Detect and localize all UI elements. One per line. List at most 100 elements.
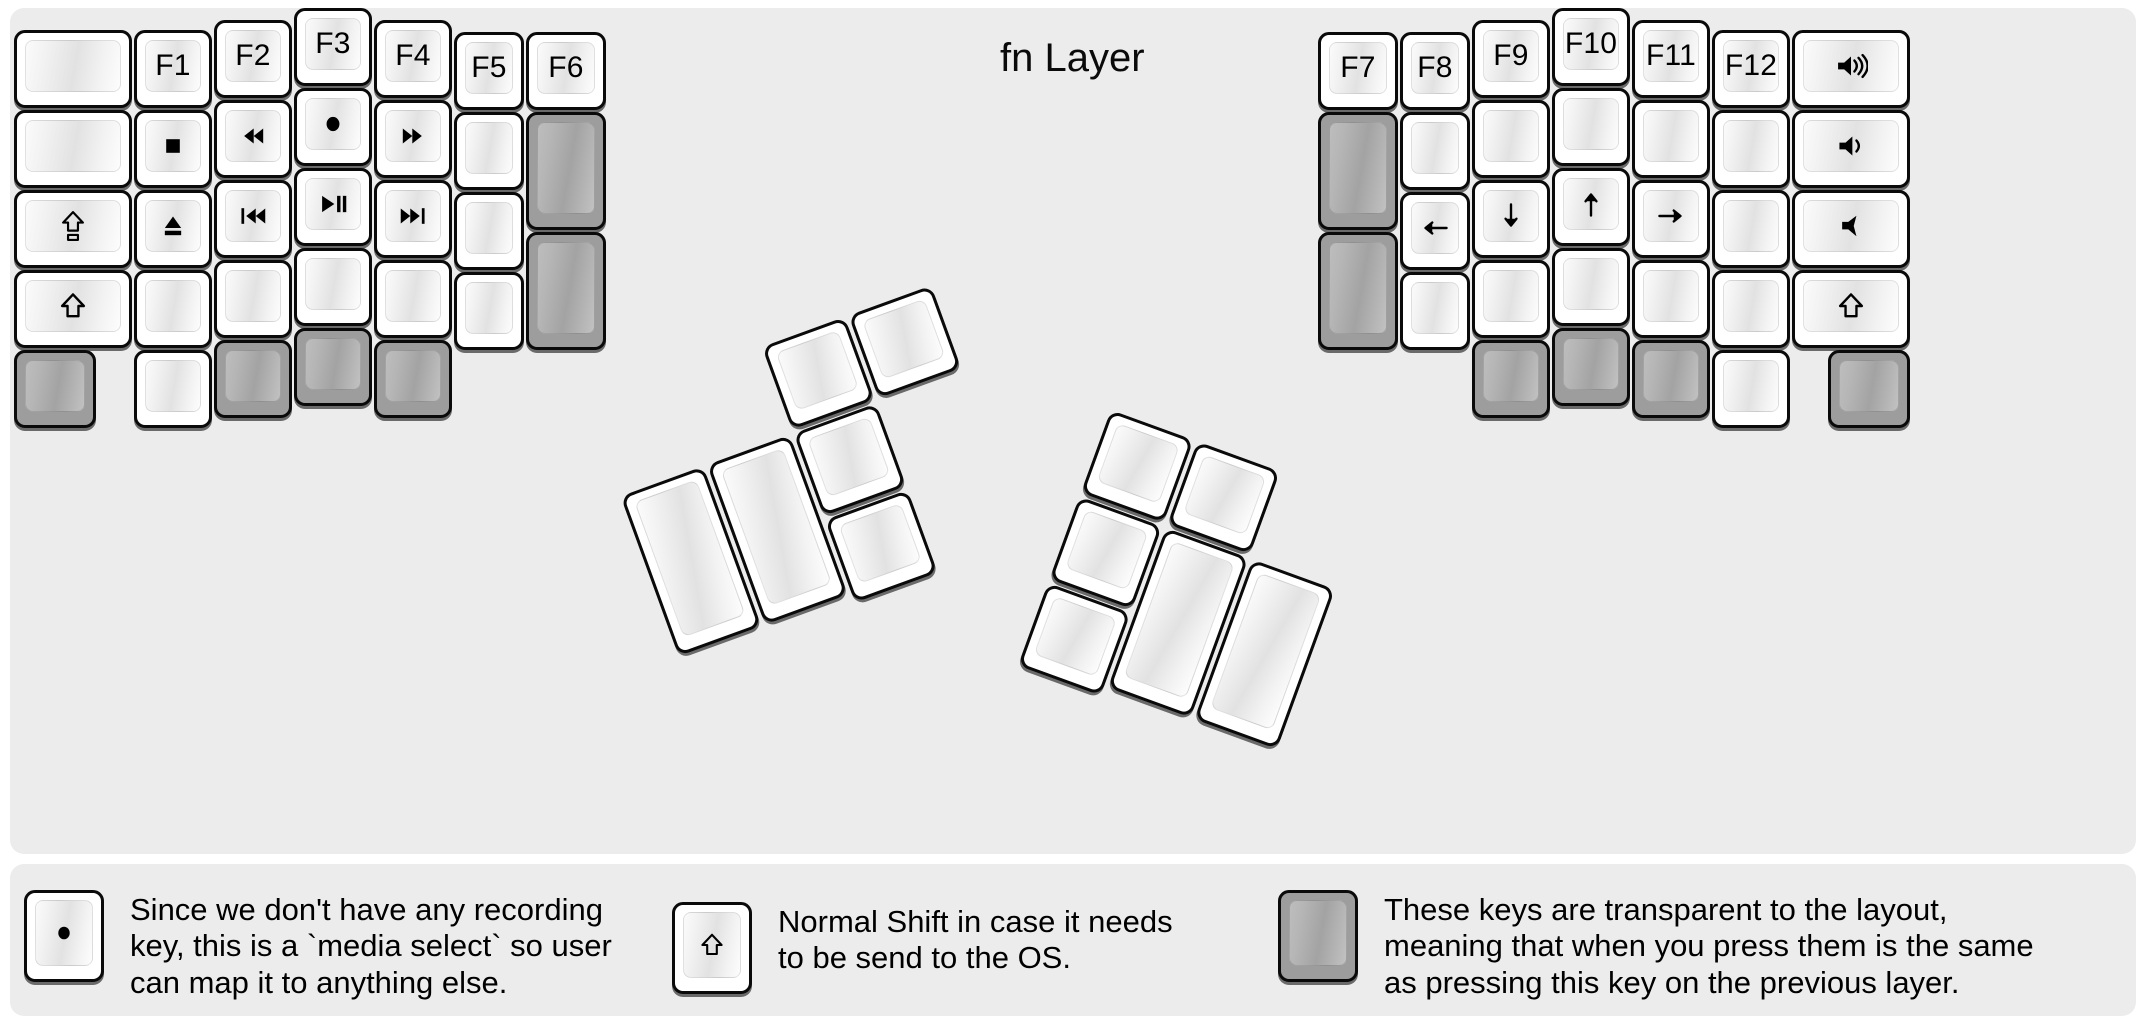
col-f8-key-2[interactable] <box>1400 112 1470 190</box>
shift-icon <box>1834 289 1868 323</box>
col-outer-right-key-3[interactable] <box>1792 190 1910 268</box>
legend-shift-keycap[interactable] <box>672 902 752 994</box>
col-f3-key-1[interactable]: F3 <box>294 8 372 86</box>
col-f7-key-3[interactable] <box>1318 232 1398 350</box>
col-f3-key-2[interactable] <box>294 88 372 166</box>
keycap-face <box>1411 122 1459 174</box>
col-f9-key-5[interactable] <box>1472 340 1550 418</box>
col-f10-key-2[interactable] <box>1552 88 1630 166</box>
col-f5-key-2[interactable] <box>454 112 524 190</box>
col-f11-key-3[interactable] <box>1632 180 1710 258</box>
keycap-face <box>807 416 891 498</box>
col-outer-key-2[interactable] <box>14 110 132 188</box>
keycap-label: F4 <box>395 39 431 72</box>
keycap-face <box>1723 360 1779 412</box>
col-f10-key-1[interactable]: F10 <box>1552 8 1630 86</box>
col-f3-key-3[interactable] <box>294 168 372 246</box>
col-f7-key-1[interactable]: F7 <box>1318 32 1398 110</box>
col-f9-key-3[interactable] <box>1472 180 1550 258</box>
col-f7-key-2[interactable] <box>1318 112 1398 230</box>
caps-lock-icon <box>56 209 90 243</box>
col-f8-key-1[interactable]: F8 <box>1400 32 1470 110</box>
arrow-up-icon <box>1574 187 1608 221</box>
col-f10-key-5[interactable] <box>1552 328 1630 406</box>
col-f9-key-2[interactable] <box>1472 100 1550 178</box>
col-f12-key-1[interactable]: F12 <box>1712 30 1790 108</box>
col-f11-key-1[interactable]: F11 <box>1632 20 1710 98</box>
keycap-face: F11 <box>1643 30 1699 82</box>
keycap-face: F8 <box>1411 42 1459 94</box>
col-f5-key-3[interactable] <box>454 192 524 270</box>
record-icon <box>316 107 350 141</box>
col-f9-key-1[interactable]: F9 <box>1472 20 1550 98</box>
keycap-face <box>465 122 513 174</box>
col-outer-right-key-1[interactable] <box>1792 30 1910 108</box>
col-f5-key-1[interactable]: F5 <box>454 32 524 110</box>
col-f5-key-4[interactable] <box>454 272 524 350</box>
fast-forward-icon <box>396 119 430 153</box>
col-f4-key-2[interactable] <box>374 100 452 178</box>
keycap-face <box>1723 280 1779 332</box>
col-f4-key-4[interactable] <box>374 260 452 338</box>
col-outer-key-4[interactable] <box>14 270 132 348</box>
col-f1-key-4[interactable] <box>134 270 212 348</box>
col-f12-key-4[interactable] <box>1712 270 1790 348</box>
keycap-face <box>25 200 121 252</box>
keycap-face <box>1483 350 1539 402</box>
keycap-face: F12 <box>1723 40 1779 92</box>
col-f6-key-1[interactable]: F6 <box>526 32 606 110</box>
col-f3-key-5[interactable] <box>294 328 372 406</box>
legend-transparent-keycap[interactable] <box>1278 890 1358 982</box>
legend-record-text: Since we don't have any recording key, t… <box>130 892 612 1000</box>
col-f6-key-3[interactable] <box>526 232 606 350</box>
legend-record: Since we don't have any recording key, t… <box>24 890 612 1001</box>
keycap-label: F5 <box>471 51 507 84</box>
keycap-label: F6 <box>548 51 584 84</box>
col-f10-key-3[interactable] <box>1552 168 1630 246</box>
col-f4-key-3[interactable] <box>374 180 452 258</box>
keycap-face <box>1563 98 1619 150</box>
col-f10-key-4[interactable] <box>1552 248 1630 326</box>
keycap-label: F3 <box>315 27 351 60</box>
col-f1-key-2[interactable] <box>134 110 212 188</box>
col-f8-key-4[interactable] <box>1400 272 1470 350</box>
col-f9-key-4[interactable] <box>1472 260 1550 338</box>
keycap-face <box>1803 120 1899 172</box>
keycap-face <box>305 98 361 150</box>
col-f4-key-1[interactable]: F4 <box>374 20 452 98</box>
col-f2-key-4[interactable] <box>214 260 292 338</box>
col-f3-key-4[interactable] <box>294 248 372 326</box>
col-f12-key-3[interactable] <box>1712 190 1790 268</box>
col-f2-key-3[interactable] <box>214 180 292 258</box>
keycap-face <box>683 912 741 978</box>
col-f8-key-3[interactable] <box>1400 192 1470 270</box>
col-f6-key-2[interactable] <box>526 112 606 230</box>
col-outer-right-key-2[interactable] <box>1792 110 1910 188</box>
col-outer-key-1[interactable] <box>14 30 132 108</box>
col-f1-key-1[interactable]: F1 <box>134 30 212 108</box>
legend-transparent-swatch <box>1278 890 1358 982</box>
keycap-face <box>25 280 121 332</box>
col-outer-right-key-5[interactable] <box>1828 350 1910 428</box>
keycap-face <box>145 280 201 332</box>
col-f2-key-2[interactable] <box>214 100 292 178</box>
col-outer-key-5[interactable] <box>14 350 96 428</box>
legend-record-keycap[interactable] <box>24 890 104 982</box>
col-f11-key-5[interactable] <box>1632 340 1710 418</box>
col-f12-key-2[interactable] <box>1712 110 1790 188</box>
col-f11-key-2[interactable] <box>1632 100 1710 178</box>
col-f4-key-5[interactable] <box>374 340 452 418</box>
col-f1-key-5[interactable] <box>134 350 212 428</box>
col-outer-key-3[interactable] <box>14 190 132 268</box>
keycap-label: F1 <box>155 49 191 82</box>
keycap-face <box>385 350 441 402</box>
keycap-face <box>305 178 361 230</box>
col-f2-key-5[interactable] <box>214 340 292 418</box>
col-outer-right-key-4[interactable] <box>1792 270 1910 348</box>
col-f12-key-5[interactable] <box>1712 350 1790 428</box>
keycap-label: F10 <box>1564 27 1618 60</box>
col-f11-key-4[interactable] <box>1632 260 1710 338</box>
col-f1-key-3[interactable] <box>134 190 212 268</box>
col-f2-key-1[interactable]: F2 <box>214 20 292 98</box>
